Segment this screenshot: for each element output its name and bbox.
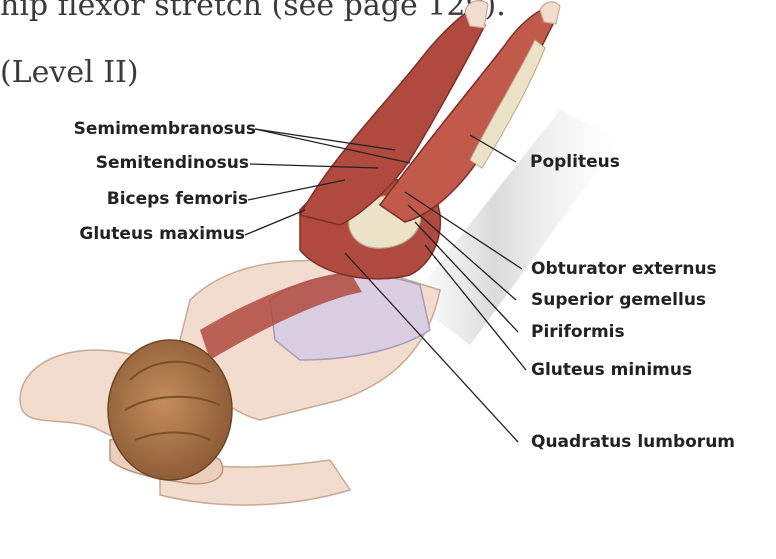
label-quadratus-lumborum: Quadratus lumborum (531, 432, 735, 452)
label-gluteus-minimus: Gluteus minimus (531, 360, 692, 380)
label-popliteus: Popliteus (530, 152, 620, 172)
label-obturator-externus: Obturator externus (531, 259, 717, 279)
label-gluteus-maximus: Gluteus maximus (79, 224, 245, 244)
label-superior-gemellus: Superior gemellus (531, 290, 706, 310)
label-biceps-femoris: Biceps femoris (107, 189, 248, 209)
label-semitendinosus: Semitendinosus (96, 153, 249, 173)
right-foot (540, 2, 560, 24)
label-semimembranosus: Semimembranosus (74, 119, 256, 139)
label-piriformis: Piriformis (531, 322, 625, 342)
